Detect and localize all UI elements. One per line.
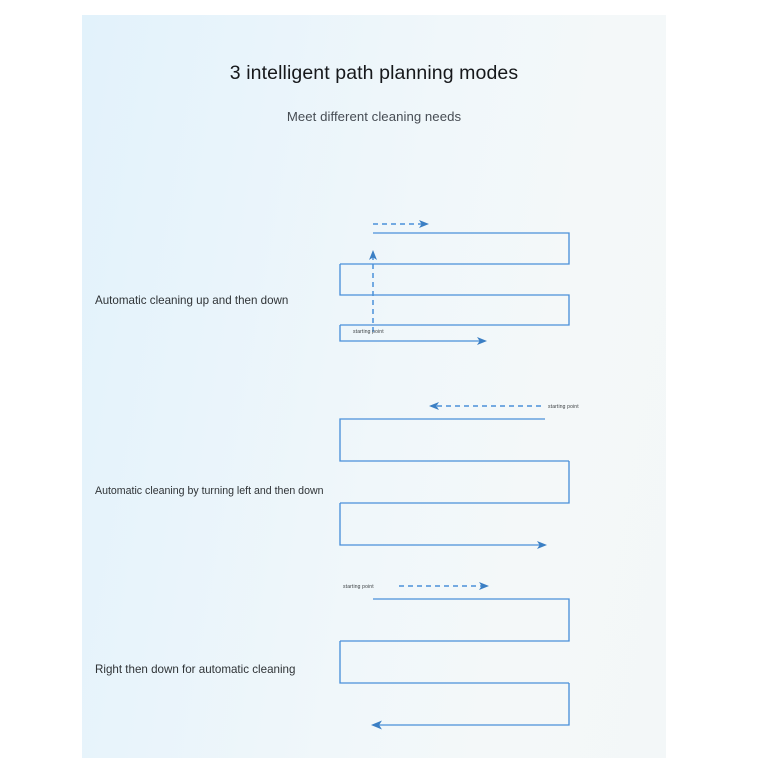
path-diagram-2: starting point	[339, 402, 579, 549]
path-diagram-3: starting point	[339, 582, 570, 730]
path-diagram-1: starting point	[339, 220, 570, 345]
page-header: 3 intelligent path planning modes Meet d…	[82, 15, 666, 124]
content-panel: 3 intelligent path planning modes Meet d…	[82, 15, 666, 758]
serpentine-solid-path-2	[339, 418, 570, 549]
starting-point-label-1: starting point	[353, 329, 384, 335]
starting-point-label-2: starting point	[548, 404, 579, 410]
mode-label-3: Right then down for automatic cleaning	[95, 663, 296, 676]
page-subtitle: Meet different cleaning needs	[286, 109, 462, 124]
starting-point-label-3: starting point	[343, 584, 374, 590]
serpentine-solid-path-1	[339, 232, 570, 345]
mode-label-2: Automatic cleaning by turning left and t…	[95, 485, 324, 497]
mode-label-1: Automatic cleaning up and then down	[95, 294, 289, 307]
page-title: 3 intelligent path planning modes	[229, 62, 519, 84]
serpentine-solid-path-3	[339, 598, 570, 730]
